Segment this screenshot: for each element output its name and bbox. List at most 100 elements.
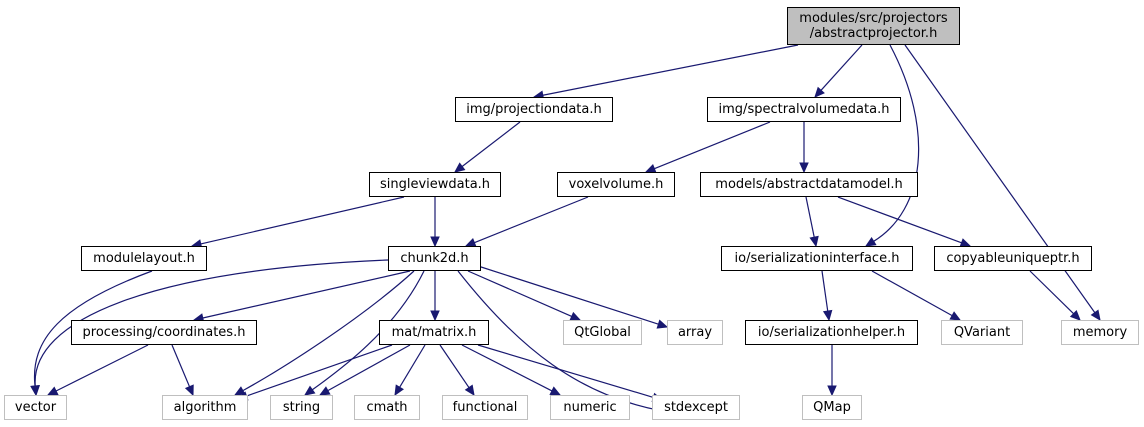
arrowhead-root-to-memory: [1090, 309, 1101, 322]
edge-root-to-memory: [904, 44, 1096, 314]
arrowhead-matrix-to-cmath: [394, 384, 404, 397]
arrowhead-chunk2d-to-array: [656, 319, 669, 329]
edge-chunk2d-to-array: [477, 265, 659, 325]
edge-abstractdatamodel-to-copyableuniqueptr: [837, 196, 962, 244]
arrowhead-spectralvolumedata-to-abstractdatamodel: [799, 162, 809, 174]
node-label: QVariant: [953, 325, 1011, 340]
edge-chunk2d-to-string: [311, 270, 425, 391]
arrowhead-serializationinterface-to-serializationhelper: [822, 309, 833, 322]
node-array[interactable]: array: [667, 320, 723, 345]
node-memory[interactable]: memory: [1061, 320, 1139, 345]
node-label: voxelvolume.h: [568, 177, 664, 192]
node-label: stdexcept: [664, 400, 728, 415]
arrowhead-serializationinterface-to-qvariant: [949, 311, 962, 321]
arrowhead-matrix-to-string: [318, 386, 331, 396]
node-label: processing/coordinates.h: [82, 325, 246, 340]
edge-matrix-to-algorithm: [246, 344, 393, 397]
node-copyableuniqueptr-h[interactable]: copyableuniqueptr.h: [934, 246, 1092, 271]
arrowhead-abstractdatamodel-to-serializationinterface: [809, 235, 819, 248]
node-qmap[interactable]: QMap: [802, 395, 862, 420]
node-coordinates-h[interactable]: processing/coordinates.h: [71, 320, 257, 345]
edge-chunk2d-to-qtglobal: [467, 270, 572, 317]
node-label: numeric: [563, 400, 617, 415]
node-label: QtGlobal: [574, 325, 631, 340]
arrowhead-chunk2d-to-vector: [30, 385, 40, 397]
arrowhead-chunk2d-to-matrix: [430, 310, 440, 322]
arrowhead-copyableuniqueptr-to-memory: [1069, 309, 1081, 321]
node-label: singleviewdata.h: [379, 177, 491, 192]
node-modulelayout-h[interactable]: modulelayout.h: [81, 246, 207, 271]
arrowhead-chunk2d-to-string: [303, 385, 316, 396]
edge-voxelvolume-to-chunk2d: [474, 196, 589, 244]
edge-spectralvolumedata-to-voxelvolume: [654, 121, 771, 170]
edge-coordinates-to-algorithm: [171, 344, 191, 387]
edge-matrix-to-cmath: [399, 344, 426, 388]
node-label: modulelayout.h: [93, 251, 195, 266]
node-algorithm[interactable]: algorithm: [162, 395, 248, 420]
node-singleviewdata-h[interactable]: singleviewdata.h: [369, 172, 501, 197]
edge-matrix-to-stdexcept: [477, 344, 654, 398]
edge-root-to-spectralvolumedata: [820, 44, 863, 91]
node-label: algorithm: [173, 400, 237, 415]
edge-chunk2d-to-coordinates: [202, 270, 411, 319]
node-voxelvolume-h[interactable]: voxelvolume.h: [557, 172, 675, 197]
node-label: array: [677, 325, 713, 340]
edge-coordinates-to-vector: [55, 344, 149, 392]
node-numeric[interactable]: numeric: [550, 395, 630, 420]
node-abstractdatamodel-h[interactable]: models/abstractdatamodel.h: [700, 172, 918, 197]
edge-chunk2d-to-algorithm: [242, 270, 415, 392]
node-matrix-h[interactable]: mat/matrix.h: [379, 320, 489, 345]
node-label: functional: [452, 400, 518, 415]
node-label: chunk2d.h: [400, 251, 469, 266]
edge-serializationinterface-to-serializationhelper: [821, 270, 829, 312]
node-qvariant[interactable]: QVariant: [941, 320, 1023, 345]
edge-copyableuniqueptr-to-memory: [1029, 270, 1074, 315]
edge-matrix-to-functional: [439, 344, 470, 388]
edge-root-to-serializationinterface: [873, 44, 920, 242]
arrowhead-root-to-spectralvolumedata: [814, 86, 825, 98]
edge-matrix-to-string: [327, 344, 411, 392]
node-qtglobal[interactable]: QtGlobal: [563, 320, 642, 345]
node-serializationhelper-h[interactable]: io/serializationhelper.h: [745, 320, 918, 345]
node-label: img/spectralvolumedata.h: [718, 102, 890, 117]
edge-serializationinterface-to-qvariant: [871, 270, 953, 317]
edge-abstractdatamodel-to-serializationinterface: [805, 196, 815, 238]
node-serializationinterface-h[interactable]: io/serializationinterface.h: [721, 246, 913, 271]
node-label: io/serializationhelper.h: [757, 325, 906, 340]
arrowhead-matrix-to-functional: [464, 384, 475, 397]
edge-root-to-projectiondata: [542, 44, 799, 96]
edge-modulelayout-to-vector: [33, 270, 153, 387]
arrowhead-singleviewdata-to-chunk2d: [430, 236, 440, 248]
node-vector[interactable]: vector: [4, 395, 67, 420]
arrowhead-root-to-serializationinterface: [864, 236, 877, 247]
arrowhead-coordinates-to-vector: [46, 386, 59, 396]
node-cmath[interactable]: cmath: [354, 395, 420, 420]
node-chunk2d-h[interactable]: chunk2d.h: [388, 246, 481, 271]
edge-matrix-to-numeric: [461, 344, 553, 392]
node-label-line-1: modules/src/projectors: [799, 11, 948, 26]
node-label: memory: [1072, 325, 1128, 340]
node-stdexcept[interactable]: stdexcept: [652, 395, 740, 420]
node-label: copyableuniqueptr.h: [946, 251, 1080, 266]
arrowhead-coordinates-to-algorithm: [184, 384, 194, 397]
node-label: QMap: [813, 400, 851, 415]
node-label: string: [282, 400, 321, 415]
node-label: models/abstractdatamodel.h: [715, 177, 903, 192]
node-label: vector: [14, 400, 57, 415]
node-abstractprojector-h[interactable]: modules/src/projectors /abstractprojecto…: [787, 7, 960, 45]
arrowhead-matrix-to-numeric: [549, 386, 562, 396]
node-label: mat/matrix.h: [391, 325, 477, 340]
node-functional[interactable]: functional: [442, 395, 528, 420]
arrowhead-serializationhelper-to-qmap: [827, 385, 837, 397]
edge-chunk2d-to-vector: [34, 259, 389, 387]
arrowhead-chunk2d-to-algorithm: [233, 386, 246, 396]
node-label: img/projectiondata.h: [466, 102, 602, 117]
node-spectralvolumedata-h[interactable]: img/spectralvolumedata.h: [707, 97, 901, 122]
arrowhead-chunk2d-to-qtglobal: [569, 311, 582, 321]
node-label-line-2: /abstractprojector.h: [809, 26, 938, 41]
node-string[interactable]: string: [270, 395, 333, 420]
edge-singleviewdata-to-modulelayout: [200, 196, 405, 245]
node-projectiondata-h[interactable]: img/projectiondata.h: [455, 97, 613, 122]
